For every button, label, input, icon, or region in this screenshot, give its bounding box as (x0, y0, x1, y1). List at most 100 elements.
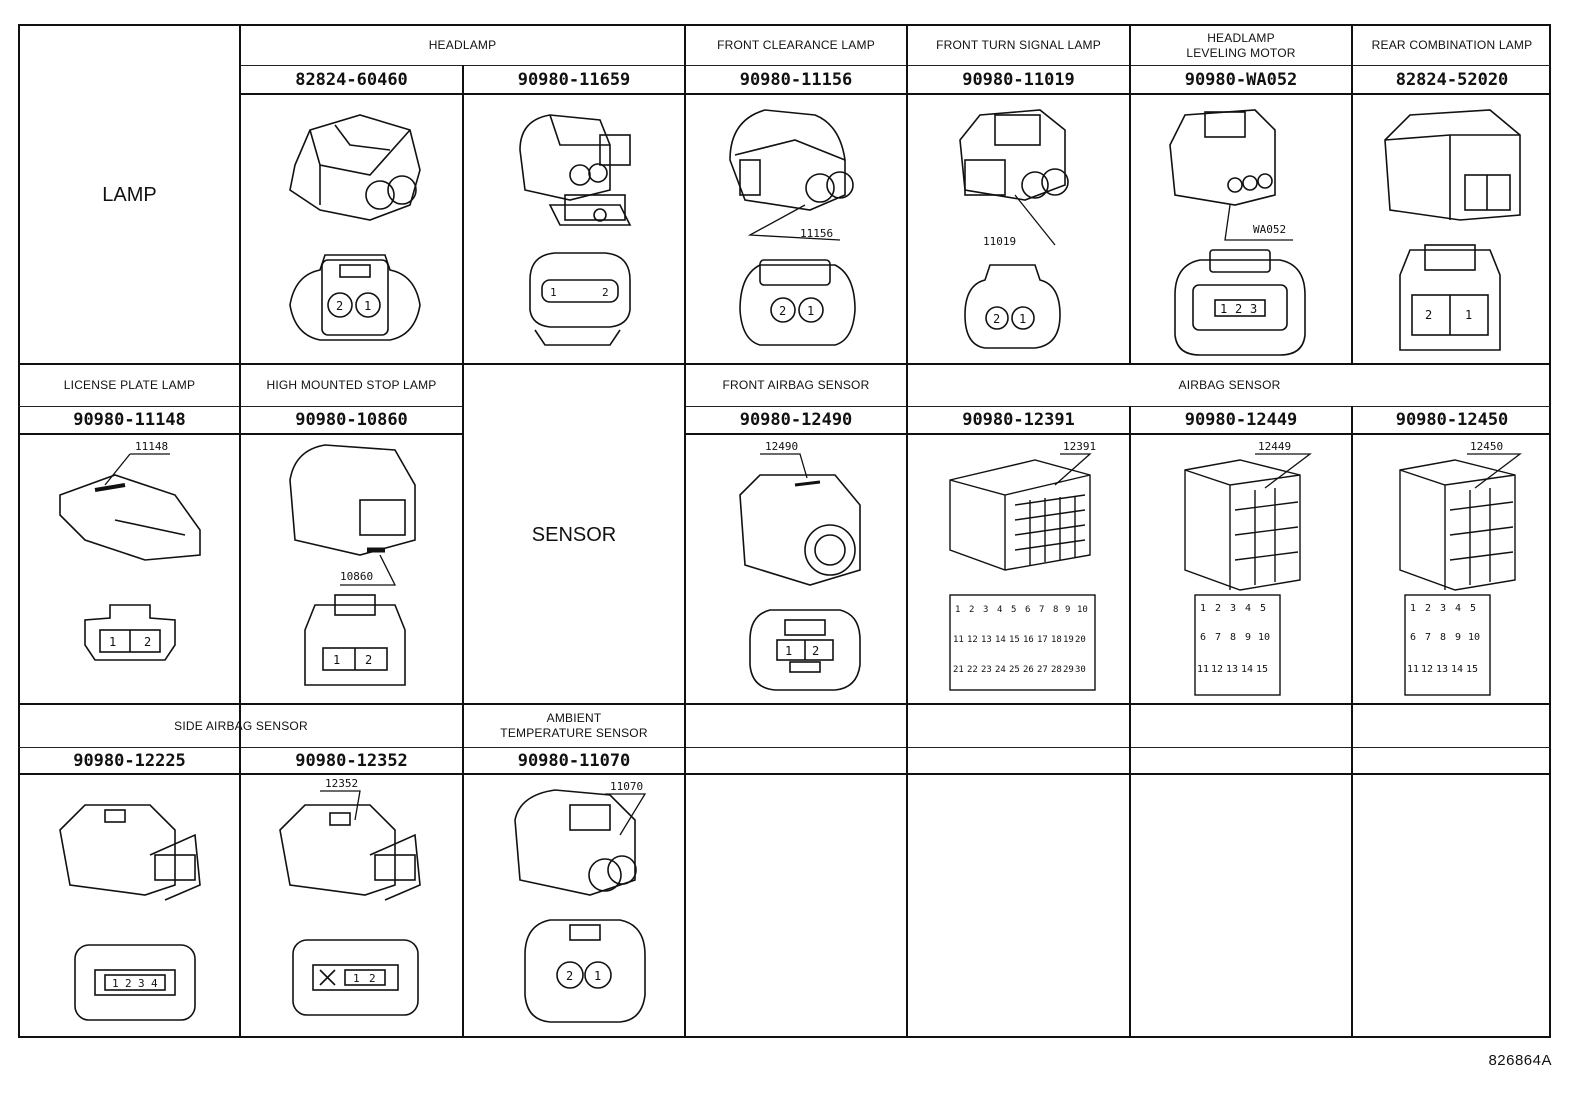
pin-label: 2 (144, 635, 151, 649)
row3-header-rule (18, 747, 1551, 748)
part-number: 90980-12450 (1395, 410, 1509, 430)
pin-label: 3 (1230, 603, 1236, 614)
pin-label: 15 (1256, 664, 1268, 675)
pin-label: 1 (785, 644, 792, 658)
pin-label: 26 (1023, 665, 1034, 675)
pin-label: 5 (1260, 603, 1266, 614)
callout-code: 12449 (1258, 440, 1291, 453)
pin-label: 3 (1440, 603, 1446, 614)
pin-label: 11 (953, 635, 964, 645)
pin-label: 2 (1235, 302, 1242, 316)
pin-label: 15 (1009, 635, 1020, 645)
pin-row-1: 1 2 3 4 5 (1200, 603, 1266, 614)
pin-label: 1 (807, 304, 814, 318)
col-divider-1 (239, 24, 241, 1038)
ambient-line2: TEMPERATURE SENSOR (500, 726, 648, 740)
pin-label: 10 (1468, 632, 1480, 643)
group-headlamp-leveling-motor: HEADLAMP LEVELING MOTOR (1131, 26, 1351, 65)
pin-label: 2 (125, 977, 132, 990)
connector-90980-12449-drawing: 12449 1 2 3 4 5 6 7 8 9 10 11 12 13 14 1… (1180, 440, 1320, 700)
pin-label: 8 (1440, 632, 1446, 643)
pin-label: 1 (1465, 308, 1472, 322)
part-number: 90980-12449 (1184, 410, 1298, 430)
pin-label: 5 (1470, 603, 1476, 614)
group-side-airbag-sensor: SIDE AIRBAG SENSOR (174, 718, 308, 733)
row1-header-rule (240, 65, 1551, 66)
row2-header-rule-right (685, 406, 1551, 407)
sensor-section-label: SENSOR (531, 523, 617, 546)
pin-label: 12 (967, 635, 978, 645)
col-divider-3 (684, 24, 686, 1038)
pin-label: 1 (1019, 312, 1026, 326)
connector-90980-11019-drawing: 11019 2 1 (955, 100, 1095, 360)
part-number: 90980-12352 (295, 750, 408, 771)
group-license-plate-lamp: LICENSE PLATE LAMP (63, 378, 196, 392)
group-front-turn-signal-lamp: FRONT TURN SIGNAL LAMP (936, 38, 1101, 52)
figure-reference-number: 826864A (1488, 1052, 1552, 1069)
pin-label: 4 (1245, 603, 1251, 614)
col-divider-6b (1351, 406, 1353, 1038)
part-number: 90980-12391 (962, 410, 1075, 430)
pin-row-2: 11 12 13 14 15 16 17 18 19 20 (953, 635, 1086, 645)
group-high-mounted-stop-lamp: HIGH MOUNTED STOP LAMP (266, 378, 437, 392)
part-number: 82824-52020 (1395, 69, 1509, 90)
pin-label: 19 (1063, 635, 1074, 645)
part-number: 90980-11156 (739, 69, 853, 90)
callout-code: 11156 (800, 227, 833, 240)
connector-90980-12391-drawing: 12391 1 2 3 4 5 6 7 8 9 10 11 12 13 14 1… (945, 440, 1100, 700)
row-divider-1 (18, 363, 1551, 365)
connector-82824-60460-drawing: 2 1 (280, 105, 430, 355)
connector-90980-10860-drawing: 10860 1 2 (285, 440, 435, 695)
pin-label: 2 (566, 969, 573, 983)
pin-label: 20 (1075, 635, 1086, 645)
callout-code: 10860 (340, 570, 373, 583)
pin-label: 2 (369, 972, 376, 985)
pin-label: 1 (109, 635, 116, 649)
connector-90980-12450-drawing: 12450 1 2 3 4 5 6 7 8 9 10 11 12 13 14 1… (1395, 440, 1535, 700)
pin-row-1: 1 2 3 4 5 6 7 8 9 10 (955, 605, 1088, 615)
pin-label: 14 (1241, 664, 1253, 675)
group-ambient-temperature-sensor: AMBIENT TEMPERATURE SENSOR (464, 705, 684, 747)
pin-label: 12 (1421, 664, 1433, 675)
pin-label: 6 (1410, 632, 1416, 643)
pin-label: 2 (993, 312, 1000, 326)
pin-label: 11 (1197, 664, 1209, 675)
pin-label: 4 (1455, 603, 1461, 614)
part-number: 90980-12225 (73, 750, 186, 771)
pin-label: 14 (1451, 664, 1463, 675)
pin-label: 3 (138, 977, 145, 990)
pin-label: 1 (353, 972, 360, 985)
callout-code: 12352 (325, 777, 358, 790)
connector-90980-12352-drawing: 12352 1 2 (275, 775, 435, 1030)
pin-row-3: 11 12 13 14 15 (1407, 664, 1478, 675)
callout-code: WA052 (1253, 223, 1286, 236)
pin-label: 2 (969, 605, 974, 615)
pin-label: 6 (1025, 605, 1030, 615)
connector-90980-11156-drawing: 11156 2 1 (725, 100, 875, 360)
pin-label: 8 (1053, 605, 1058, 615)
pin-row-2: 6 7 8 9 10 (1200, 632, 1270, 643)
pin-label: 7 (1039, 605, 1044, 615)
pin-label: 1 (364, 299, 371, 313)
callout-code: 11019 (983, 235, 1016, 248)
pin-label: 7 (1425, 632, 1431, 643)
group-airbag-sensor: AIRBAG SENSOR (1178, 378, 1281, 392)
pin-label: 4 (997, 605, 1002, 615)
pin-label: 22 (967, 665, 978, 675)
pin-label: 24 (995, 665, 1006, 675)
pin-label: 16 (1023, 635, 1034, 645)
row1-part-rule (240, 93, 1551, 95)
pin-label: 9 (1065, 605, 1070, 615)
part-number: 90980-11148 (73, 410, 186, 430)
part-number: 90980-12490 (739, 410, 853, 430)
lamp-section-label: LAMP (102, 183, 157, 206)
callout-code: 12391 (1063, 440, 1096, 453)
row3-part-rule (18, 773, 1551, 775)
connector-82824-52020-drawing: 2 1 (1380, 100, 1530, 360)
part-number: 90980-10860 (295, 410, 408, 430)
pin-label: 25 (1009, 665, 1020, 675)
group-rear-combination-lamp: REAR COMBINATION LAMP (1371, 38, 1533, 52)
pin-label: 15 (1466, 664, 1478, 675)
pin-label: 9 (1245, 632, 1251, 643)
pin-label: 3 (983, 605, 988, 615)
